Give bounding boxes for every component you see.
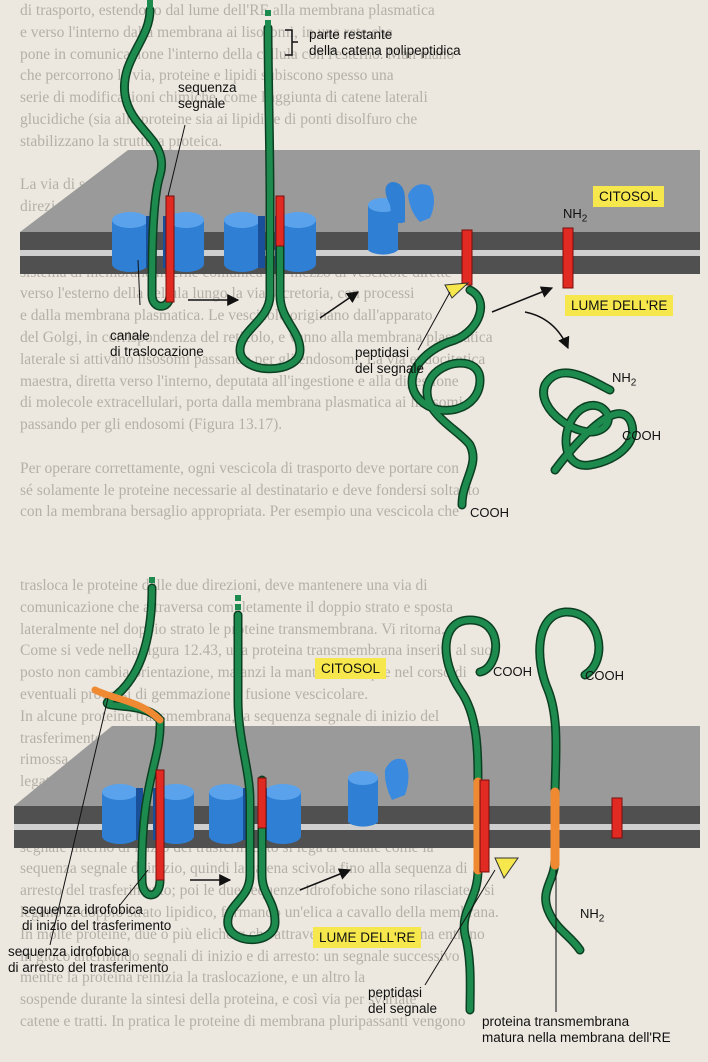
arrow-bottom-2 <box>299 868 352 891</box>
chain-b2 <box>223 610 280 945</box>
arrow-top-2 <box>319 291 359 319</box>
leader-signal <box>167 124 186 197</box>
leader-stop-transfer <box>49 697 109 946</box>
label-signal-sequence: sequenza segnale <box>178 80 237 111</box>
label-nh2-bottom: NH2 <box>580 906 605 925</box>
tag-cytosol-bottom: CITOSOL <box>315 658 387 679</box>
signal-peptidase-marker <box>444 282 470 299</box>
chain-b-dashed-ends <box>149 577 241 610</box>
chain-released <box>407 285 486 510</box>
chain-b4-mature <box>535 607 604 955</box>
arrow-top-4 <box>524 311 570 350</box>
chain-2 <box>235 23 305 374</box>
tag-er-lumen-bottom: LUME DELL'RE <box>313 927 422 948</box>
label-cooh-right: COOH <box>622 428 661 443</box>
chain-dashed-ends <box>147 0 271 26</box>
arrow-top-3 <box>491 286 554 313</box>
label-cooh-right-bottom: COOH <box>585 668 624 683</box>
remaining-chain-bracket <box>285 29 298 56</box>
signal-peptide-bottom-right <box>611 797 623 839</box>
tag-er-lumen-top: LUME DELL'RE <box>565 295 674 316</box>
label-stop-transfer: sequenza idrofobica di arresto del trasf… <box>8 944 169 975</box>
channel-3-open <box>368 182 434 255</box>
label-translocation-channel: canale di traslocazione <box>110 328 204 359</box>
label-signal-peptidase: peptidasi del segnale <box>355 345 425 376</box>
label-nh2-membrane: NH2 <box>563 206 588 225</box>
chain-b1 <box>91 583 165 900</box>
label-start-transfer: sequenza idrofobica di inizio del trasfe… <box>22 902 172 933</box>
signal-peptide-right <box>562 227 574 289</box>
label-cooh-left-bottom: COOH <box>493 664 532 679</box>
membrane-top <box>20 150 700 274</box>
label-mature-protein: proteina transmembrana matura nella memb… <box>482 1014 671 1045</box>
label-remaining-chain: parte restante della catena polipeptidic… <box>309 27 461 58</box>
channel-b3-open <box>348 758 409 827</box>
label-nh2-free: NH2 <box>612 370 637 389</box>
chain-b3 <box>441 615 501 1015</box>
label-cooh-bottom: COOH <box>470 505 509 520</box>
label-signal-peptidase-bottom: peptidasi del segnale <box>368 985 438 1016</box>
leader-peptidase-bottom <box>424 869 496 986</box>
leader-channel <box>137 259 141 306</box>
folded-protein <box>539 368 638 475</box>
leader-start-transfer <box>119 869 149 906</box>
cleaved-signal-peptide <box>461 229 473 286</box>
leader-peptidase <box>417 291 451 351</box>
tag-cytosol-top: CITOSOL <box>593 186 665 207</box>
signal-peptidase-marker-bottom <box>494 857 519 880</box>
chain-1 <box>119 5 175 311</box>
